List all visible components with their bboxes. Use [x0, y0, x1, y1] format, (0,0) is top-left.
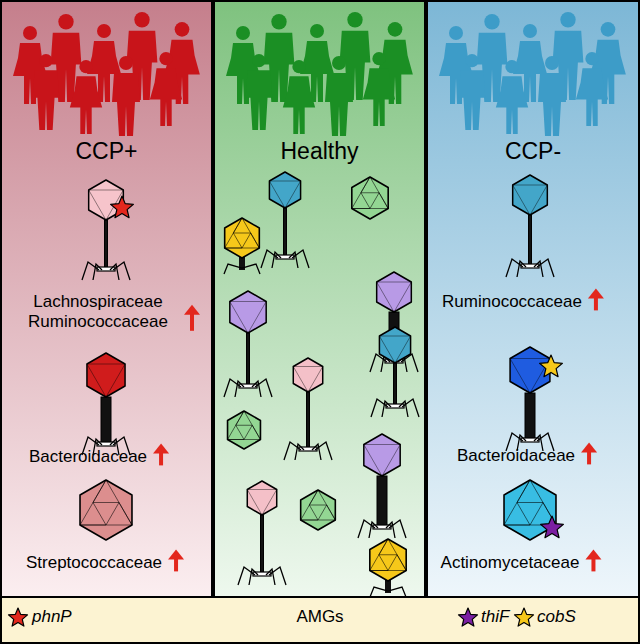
people-crowd [13, 12, 200, 136]
legend-label: thiF [481, 607, 509, 627]
panel-ground [1, 1, 212, 597]
legend-label: cobS [537, 607, 576, 627]
people-crowd [439, 12, 626, 136]
group-panel: CCP- [426, 138, 640, 165]
group-panel: Healthy [213, 138, 426, 165]
taxon-label: Actinomycetaceae [441, 553, 580, 573]
people-crowd [226, 12, 413, 136]
group-panel: CCP+ [0, 138, 213, 165]
increase-arrows [153, 288, 604, 571]
legend-stars [8, 608, 533, 626]
legend-bar [1, 597, 639, 643]
group-label: Healthy [281, 138, 359, 165]
phage-icons [80, 172, 563, 597]
panel-ground [214, 1, 425, 597]
group-label: CCP- [505, 138, 561, 165]
legend-label: phnP [32, 607, 72, 627]
taxon-label: Bacteroidaceae [29, 447, 147, 467]
taxon-label: Lachnospiraceae Ruminococcaceae [18, 292, 178, 333]
group-label: CCP+ [76, 138, 138, 165]
taxon-label: Streptococcaceae [26, 553, 162, 573]
panel-ground [427, 1, 639, 597]
taxon-label: Bacteroidaceae [457, 446, 575, 466]
legend-heading: AMGs [296, 607, 343, 627]
taxon-label: Ruminococcaceae [442, 292, 582, 312]
